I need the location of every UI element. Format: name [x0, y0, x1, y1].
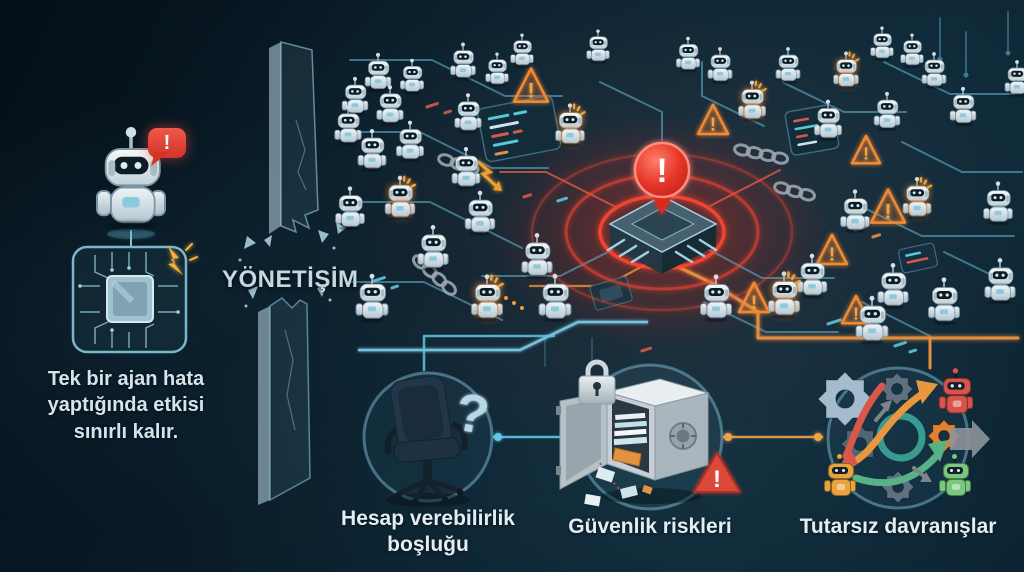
code-panel-tiny [898, 242, 938, 274]
alert-exclamation: ! [656, 152, 667, 190]
chain-icon [437, 153, 480, 175]
warning-triangle-icon: ! [840, 294, 872, 325]
chain-icon [733, 143, 790, 165]
warning-triangle-icon: ! [869, 188, 907, 224]
single-agent-panel [71, 229, 198, 354]
break-arrow-icon [476, 160, 502, 191]
security-circle: ! [556, 359, 741, 511]
gray-arrow-icon [950, 420, 990, 458]
accountability-circle: ? [362, 371, 494, 507]
padlock-icon [578, 359, 616, 405]
warning-triangle-icon: ! [815, 233, 849, 266]
inconsistency-circle [817, 366, 990, 510]
code-panel-small [784, 104, 840, 156]
alert-exclamation: ! [884, 199, 891, 223]
warning-triangles: !!!!!!! [512, 67, 907, 325]
code-panel-large [477, 95, 562, 163]
alert-exclamation: ! [751, 291, 757, 312]
chain-icons [411, 143, 816, 296]
alert-exclamation: ! [713, 466, 721, 493]
barrier-glass [238, 41, 346, 505]
alert-exclamation: ! [853, 304, 859, 324]
chain-icon [411, 254, 457, 296]
alert-exclamation: ! [527, 78, 534, 102]
central-chip [606, 195, 718, 274]
open-safe-icon [556, 378, 710, 507]
bottom-connectors [422, 334, 824, 441]
chain-icon [773, 181, 816, 202]
alert-exclamation: ! [829, 243, 835, 264]
glass-shards [238, 222, 346, 308]
red-warning-triangle-icon: ! [693, 452, 741, 493]
alert-exclamation: ! [863, 144, 869, 164]
lightning-icon [168, 243, 198, 275]
alert-exclamation: ! [710, 113, 716, 134]
warning-triangle-icon: ! [512, 67, 550, 103]
gear-icon [880, 372, 914, 406]
empty-chair-icon [384, 375, 470, 507]
gear-icon [817, 371, 873, 427]
warning-triangle-icon: ! [850, 134, 882, 165]
alert-pin: ! [633, 141, 691, 215]
flow-arrows [838, 380, 990, 487]
warning-triangle-icon: ! [696, 103, 730, 136]
warning-triangle-icon: ! [737, 281, 771, 314]
